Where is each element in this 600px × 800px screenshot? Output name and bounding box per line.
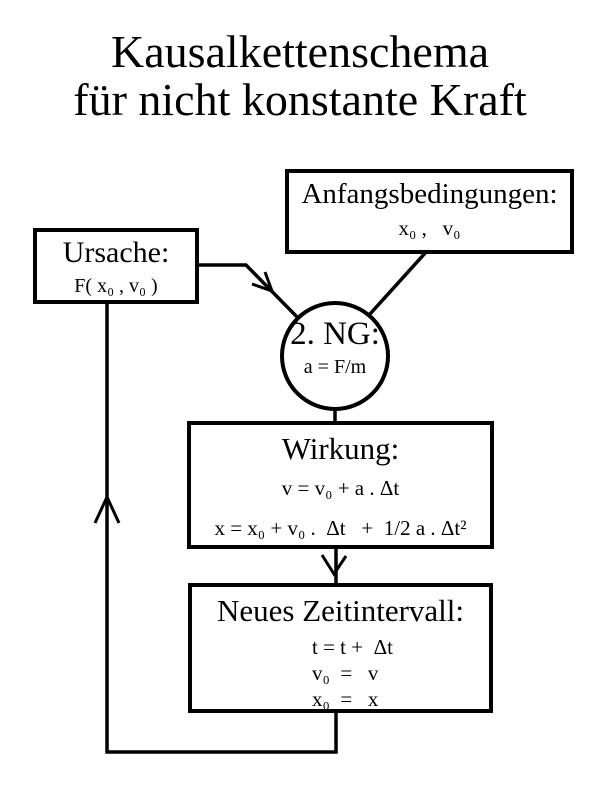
node-ursache-formula: F( x₀ , v₀ )	[74, 274, 158, 297]
node-ursache-heading: Ursache:	[62, 236, 170, 269]
connector-anfangsbedingungen-to-ng	[368, 249, 429, 316]
node-wirkung-velocity-formula: v = v₀ + a . Δt	[281, 475, 400, 500]
node-wirkung: Wirkung: v = v₀ + a . Δt x = x₀ + v₀ . Δ…	[187, 421, 494, 549]
arrowhead-wirkung-to-neues	[320, 554, 348, 577]
node-anfangsbedingungen-heading: Anfangsbedingungen:	[301, 178, 558, 210]
diagram-title: Kausalkettenschema für nicht konstante K…	[0, 28, 600, 124]
node-neues-zeitintervall: Neues Zeitintervall: t = t + Δt v₀ = v x…	[188, 583, 493, 713]
node-neues-update-time: t = t + Δt	[312, 634, 393, 659]
connector-feedback-loop	[105, 300, 338, 754]
diagram-title-line-1: Kausalkettenschema	[110, 26, 490, 77]
node-newton-second-law: 2. NG: a = F/m	[280, 301, 390, 411]
node-neues-updates: t = t + Δt v₀ = v x₀ = x	[192, 634, 489, 713]
node-neues-heading: Neues Zeitintervall:	[216, 593, 465, 628]
node-wirkung-position-formula: x = x₀ + v₀ . Δt + 1/2 a . Δt²	[214, 516, 467, 540]
node-wirkung-heading: Wirkung:	[281, 431, 400, 466]
arrowhead-feedback-to-ursache	[93, 493, 121, 524]
diagram-title-line-2: für nicht konstante Kraft	[73, 73, 527, 125]
node-newton-formula: a = F/m	[303, 356, 367, 379]
node-ursache: Ursache: F( x₀ , v₀ )	[33, 228, 199, 304]
node-neues-update-velocity: v₀ = v	[312, 661, 379, 685]
connector-ursache-to-ng	[198, 263, 302, 322]
node-newton-heading: 2. NG:	[290, 316, 380, 352]
node-anfangsbedingungen: Anfangsbedingungen: x₀ , v₀	[285, 169, 574, 254]
node-anfangsbedingungen-values: x₀ , v₀	[398, 216, 461, 241]
arrowhead-ursache-to-ng	[251, 271, 275, 294]
node-neues-update-position: x₀ = x	[312, 687, 379, 712]
